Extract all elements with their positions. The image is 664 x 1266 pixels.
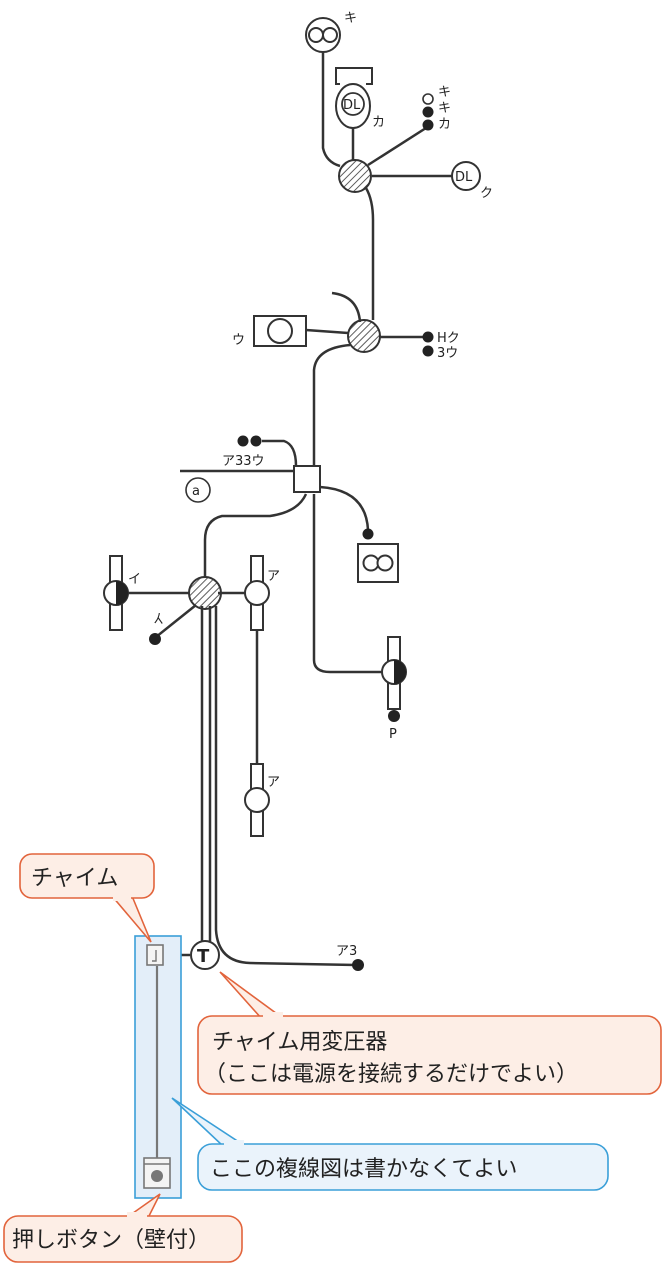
callout-chime: チャイム xyxy=(19,853,155,943)
label-a33u: ア33ウ xyxy=(222,454,265,469)
downlight-ka xyxy=(335,67,373,129)
junction-box-top xyxy=(338,159,372,193)
callout-push-button: 押しボタン（壁付） xyxy=(3,1193,243,1263)
lamp-fixture-ki-top xyxy=(305,17,341,53)
callout-transformer: チャイム用変圧器 （ここは電源を接続するだけでよい） xyxy=(197,971,662,1095)
label-ka-dl: カ xyxy=(372,115,385,130)
callout-transformer-line2: （ここは電源を接続するだけでよい） xyxy=(204,1062,578,1087)
downlight-ku xyxy=(451,161,481,191)
label-sw-ka: カ xyxy=(438,117,451,132)
label-a3: ア3 xyxy=(336,944,357,959)
circle-a-marker xyxy=(185,477,211,503)
dl-label-ka: DL xyxy=(343,98,361,113)
transformer-t-label: T xyxy=(197,946,210,967)
switch-cluster-top xyxy=(422,93,434,131)
callout-transformer-line1: チャイム用変圧器 xyxy=(212,1030,387,1055)
switch-a3 xyxy=(352,959,364,971)
callout-no-double-line-text: ここの複線図は書かなくてよい xyxy=(210,1157,517,1182)
chime-highlight-region xyxy=(134,935,182,1199)
callout-no-double-line: ここの複線図は書かなくてよい xyxy=(171,1097,609,1191)
label-i-upper: イ xyxy=(128,572,141,587)
label-a-lower: ア xyxy=(267,775,280,790)
label-u-left: ウ xyxy=(232,333,245,348)
label-sw-ki: キ xyxy=(438,101,451,116)
junction-box-second xyxy=(347,319,381,353)
receptacle-double xyxy=(357,528,399,583)
light-p-right xyxy=(381,636,407,722)
light-a-lower xyxy=(244,763,270,837)
label-ki-top: キ xyxy=(344,11,357,26)
light-i-left xyxy=(103,555,129,631)
label-hku: Hク xyxy=(437,331,460,346)
joint-box-square xyxy=(293,465,321,493)
wires xyxy=(124,50,452,967)
label-a-upper: ア xyxy=(267,569,280,584)
switch-cluster-hku xyxy=(422,331,434,357)
label-ku: ク xyxy=(480,186,493,201)
label-3u: 3ウ xyxy=(437,346,458,361)
switch-i xyxy=(149,633,161,645)
dl-label-ku: DL xyxy=(455,170,473,185)
label-sw-ki-open: キ xyxy=(438,85,451,100)
light-a-upper xyxy=(244,555,270,631)
junction-box-middle xyxy=(188,576,222,610)
switch-pair-a33u xyxy=(237,435,262,447)
label-a-circle: a xyxy=(192,484,200,499)
chime-transformer xyxy=(190,940,220,970)
callout-chime-text: チャイム xyxy=(31,866,118,891)
callout-push-button-text: 押しボタン（壁付） xyxy=(12,1228,210,1253)
label-p: P xyxy=(389,727,397,742)
room-light-u xyxy=(253,315,307,347)
